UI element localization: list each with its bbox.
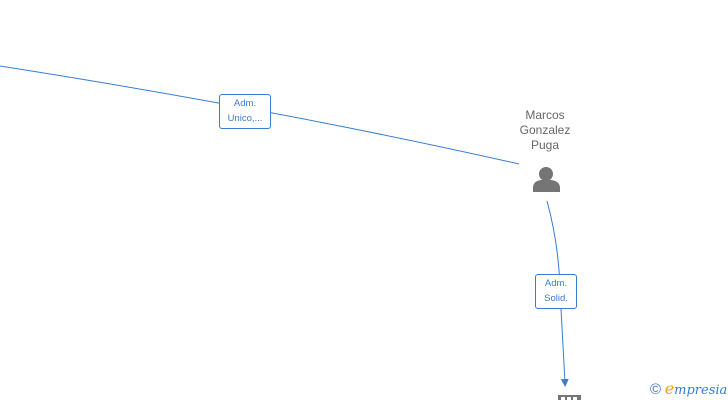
edge-label-adm-solid[interactable]: Adm. Solid.	[535, 274, 577, 309]
edge-label-line: Unico,...	[227, 113, 263, 124]
person-icon[interactable]	[533, 167, 560, 192]
edge-label-adm-unico[interactable]: Adm. Unico,...	[219, 94, 271, 129]
empresia-watermark: © empresia	[650, 379, 727, 398]
company-icon[interactable]	[558, 395, 581, 400]
person-name[interactable]: Marcos Gonzalez Puga	[505, 108, 585, 153]
edge-label-line: Adm.	[233, 98, 257, 109]
copyright-icon: ©	[650, 381, 662, 398]
person-name-line: Gonzalez	[519, 123, 571, 137]
person-name-line: Marcos	[525, 108, 565, 122]
edge-label-line: Adm.	[544, 278, 568, 289]
person-name-line: Puga	[530, 138, 560, 152]
edge-label-line: Solid.	[544, 293, 568, 304]
brand-logo: empresia	[664, 379, 728, 398]
